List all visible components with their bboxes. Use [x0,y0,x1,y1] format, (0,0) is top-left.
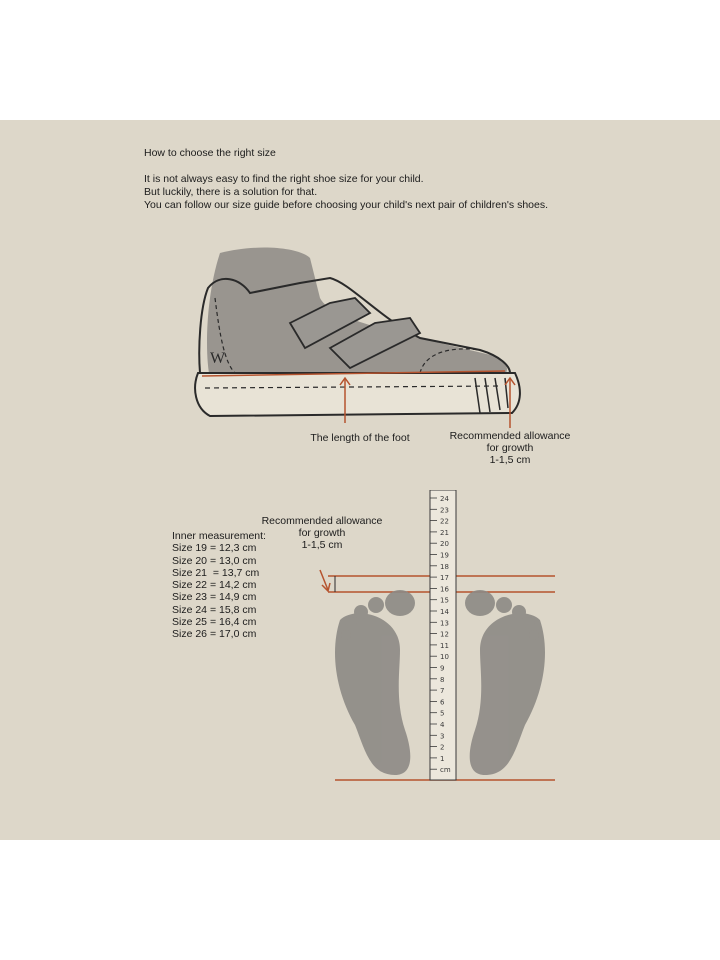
ruler-tick-label: 24 [440,495,449,503]
ruler-tick-label: 6 [440,698,445,706]
ruler-tick-label: 23 [440,506,449,514]
size-row: Size 26 = 17,0 cm [172,628,257,641]
ruler-tick-label: 2 [440,744,444,752]
sole-stitch [204,385,501,389]
ruler-tick-label: 4 [440,721,445,729]
ruler-tick-label: 16 [440,585,449,593]
sole-grip [474,377,509,414]
ruler-tick-label: 9 [440,665,444,673]
ruler-tick-label: 22 [440,518,449,526]
ruler-tick-label: 18 [440,563,449,571]
size-row: Size 21 = 13,7 cm [172,566,260,579]
ruler-ticks: 242322212019181716151413121110987654321c… [430,495,451,774]
shoe-sole [194,372,521,418]
intro-title: How to choose the right size [144,147,276,159]
ruler [429,490,457,781]
ruler-tick-label: 13 [440,619,449,627]
shoe-allowance-label: Recommended allowance for growth 1-1,5 c… [449,430,571,466]
ruler-tick-label: 21 [440,529,449,537]
size-row: Size 25 = 16,4 cm [172,616,257,629]
size-row: Size 20 = 13,0 cm [172,554,257,567]
shoe-illustration: W [194,247,521,428]
size-guide-panel: How to choose the right size It is not a… [0,120,720,840]
ruler-tick-label: 7 [440,687,444,695]
size-row: Size 19 = 12,3 cm [172,542,257,555]
foot-length-line [201,370,506,377]
ruler-tick-label: 8 [440,676,444,684]
ruler-tick-label: 3 [440,732,444,740]
feet-illustration: 242322212019181716151413121110987654321c… [319,490,555,781]
strap-top [288,297,372,350]
inner-measurement-list: Inner measurement: Size 19 = 12,3 cm Siz… [172,530,266,641]
stitch-line [214,297,236,374]
ruler-tick-label: 20 [440,540,449,548]
ruler-tick-label: 12 [440,631,449,639]
ruler-tick-label: 14 [440,608,449,616]
size-row: Size 24 = 15,8 cm [172,603,257,616]
feet-allowance-label: Recommended allowance for growth 1-1,5 c… [261,515,383,551]
ruler-tick-label: cm [440,766,451,774]
ruler-tick-label: 10 [440,653,449,661]
intro-line: You can follow our size guide before cho… [144,199,549,211]
brand-logo: W [210,350,226,367]
stitch-line [419,348,481,374]
size-row: Size 22 = 14,2 cm [172,579,257,592]
intro-line: But luckily, there is a solution for tha… [144,186,318,198]
foot-length-label: The length of the foot [310,432,410,444]
inner-measurement-heading: Inner measurement: [172,530,266,542]
intro-line: It is not always easy to find the right … [144,173,424,185]
ruler-tick-label: 17 [440,574,449,582]
ruler-tick-label: 11 [440,642,449,650]
intro-text: How to choose the right size It is not a… [144,147,548,212]
right-footprint [465,590,545,775]
ruler-tick-label: 15 [440,597,449,605]
feet-allowance-arrow [319,569,329,591]
shoe-upper [198,276,512,374]
strap-bottom [328,317,422,370]
foot-wash-shape [207,247,507,378]
size-row: Size 23 = 14,9 cm [172,591,257,604]
ruler-tick-label: 19 [440,552,449,560]
left-footprint [335,590,415,775]
ruler-tick-label: 1 [440,755,444,763]
ruler-tick-label: 5 [440,710,444,718]
